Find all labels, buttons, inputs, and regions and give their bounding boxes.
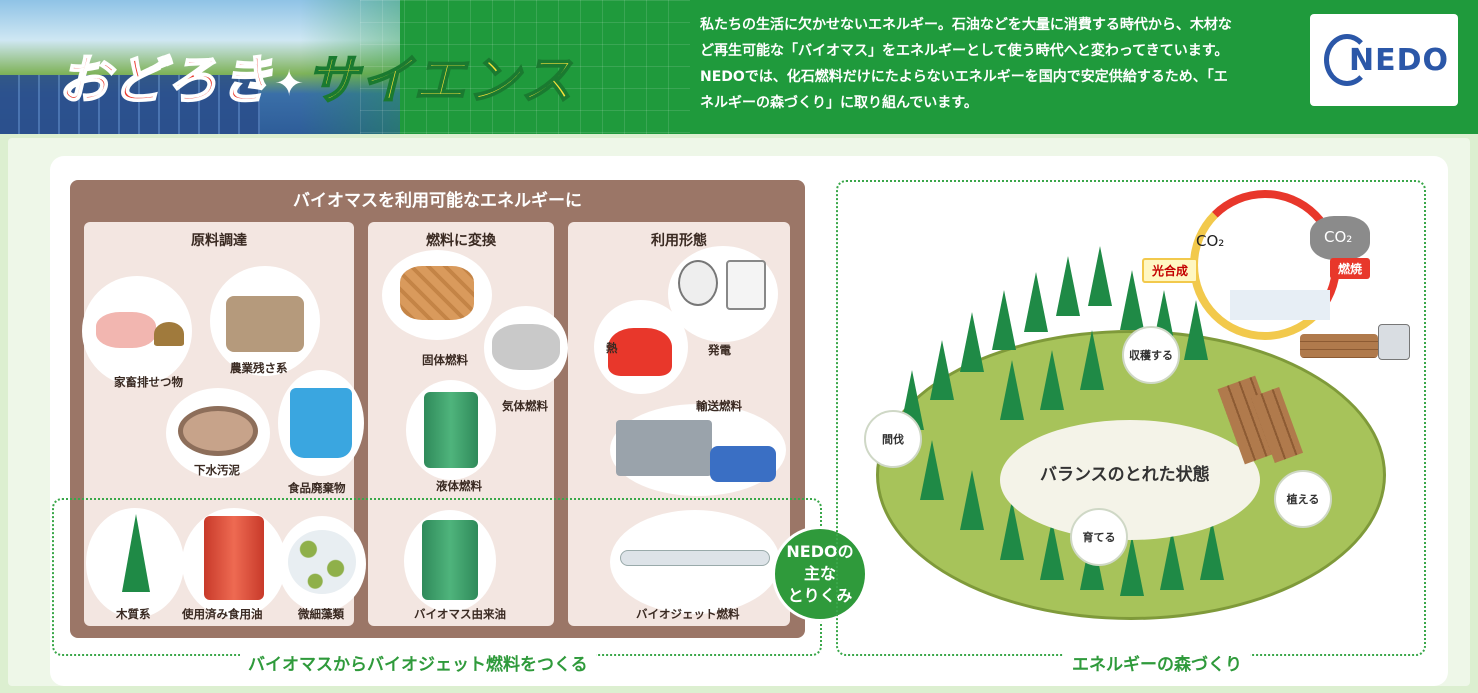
item-agri-residue: 農業残さ系 — [230, 361, 288, 375]
item-gas-fuel: 気体燃料 — [502, 399, 548, 413]
power-circle — [668, 246, 778, 342]
logging-truck-icon — [1300, 318, 1412, 376]
balance-clearing — [1000, 420, 1260, 540]
smoke-cloud-icon — [1310, 216, 1370, 260]
item-microalgae: 微細藻類 — [298, 607, 344, 621]
truck-icon — [616, 420, 712, 476]
airplane-icon — [620, 550, 770, 566]
item-solid-fuel: 固体燃料 — [422, 353, 468, 367]
car-icon — [710, 446, 776, 482]
biomass-panel: バイオマスを利用可能なエネルギーに 原料調達 燃料に変換 利用形態 家畜排せつ物… — [70, 180, 805, 638]
header-banner: おどろき✦サイエンス 私たちの生活に欠かせないエネルギー。石油などを大量に消費す… — [0, 0, 1478, 134]
sparkle-icon: ✦ — [274, 63, 307, 105]
badge-line-2: 主な — [803, 564, 836, 583]
tree-icon — [122, 514, 150, 592]
gas-circle — [484, 306, 568, 390]
item-woody: 木質系 — [116, 607, 151, 621]
green-drum-icon — [422, 520, 478, 600]
tree — [960, 312, 984, 372]
livestock-circle — [82, 276, 192, 386]
co2-left-label: CO₂ — [1196, 232, 1225, 250]
heat-circle — [594, 300, 688, 394]
column-title-use: 利用形態 — [651, 233, 707, 249]
pellets-circle — [382, 250, 492, 340]
tree — [1024, 272, 1048, 332]
biomass-bottom-label: バイオマスからバイオジェット燃料をつくる — [240, 650, 596, 675]
item-used-cooking-oil: 使用済み食用油 — [182, 607, 263, 621]
algae-icon — [288, 530, 356, 594]
item-sewage-sludge: 下水汚泥 — [194, 463, 240, 477]
item-power: 発電 — [708, 343, 731, 357]
nedo-arc-icon — [1324, 34, 1370, 86]
algae-circle — [278, 516, 366, 612]
nedo-logo: NEDO — [1310, 14, 1458, 106]
step-plant: 植える — [1274, 470, 1332, 528]
item-heat: 熱 — [606, 341, 618, 355]
manhole-icon — [178, 406, 258, 456]
item-livestock-waste: 家畜排せつ物 — [114, 375, 183, 389]
tree — [1120, 270, 1144, 330]
wood-circle — [86, 508, 184, 618]
item-food-waste: 食品廃棄物 — [288, 481, 346, 495]
logo-part1: おどろき — [57, 50, 275, 112]
column-title-raw: 原料調達 — [191, 233, 247, 249]
bio-oil-circle — [404, 510, 496, 612]
green-drum-icon — [424, 392, 478, 468]
sewage-circle — [166, 388, 270, 478]
kettle-icon — [608, 328, 672, 376]
cloud-icon — [492, 324, 560, 370]
field-icon — [226, 296, 304, 352]
manure-icon — [154, 322, 184, 346]
biomass-title: バイオマスを利用可能なエネルギーに — [293, 191, 582, 211]
farm-residue-circle — [210, 266, 320, 376]
step-harvest: 収穫する — [1122, 326, 1180, 384]
tree — [1200, 520, 1224, 580]
circuit-grid — [360, 0, 690, 134]
co2-right-label: CO₂ — [1324, 228, 1353, 246]
tree — [930, 340, 954, 400]
forest-bottom-label: エネルギーの森づくり — [1064, 650, 1250, 675]
tree — [1160, 530, 1184, 590]
logs-load-icon — [1300, 334, 1378, 358]
solar-panels — [0, 75, 260, 134]
photosynthesis-tag: 光合成 — [1142, 258, 1199, 283]
tree — [1056, 256, 1080, 316]
balance-label: バランスのとれた状態 — [1040, 465, 1210, 485]
pellets-icon — [400, 266, 474, 320]
tree — [960, 470, 984, 530]
title-logo: おどろき✦サイエンス — [57, 38, 575, 113]
step-thinning: 間伐 — [864, 410, 922, 468]
pig-icon — [96, 312, 156, 348]
jet-highlight-frame — [52, 498, 822, 656]
tree — [1184, 300, 1208, 360]
tree — [920, 440, 944, 500]
step-grow: 育てる — [1070, 508, 1128, 566]
factory-icon — [1230, 290, 1330, 320]
truck-cab-icon — [1378, 324, 1410, 360]
liquid-circle — [406, 380, 496, 480]
food-waste-circle — [278, 370, 364, 476]
tree — [992, 290, 1016, 350]
used-oil-circle — [182, 508, 286, 618]
tree — [1080, 330, 1104, 390]
item-transport-fuel: 輸送燃料 — [696, 399, 742, 413]
trash-bin-icon — [290, 388, 352, 458]
combustion-tag: 燃焼 — [1330, 258, 1371, 279]
column-title-convert: 燃料に変換 — [426, 233, 496, 249]
tree — [1088, 246, 1112, 306]
item-liquid-fuel: 液体燃料 — [436, 479, 482, 493]
item-biomass-oil: バイオマス由来油 — [414, 607, 506, 621]
red-drum-icon — [204, 516, 264, 600]
tree — [1000, 360, 1024, 420]
intro-text: 私たちの生活に欠かせないエネルギー。石油などを大量に消費する時代から、木材など再… — [700, 17, 1232, 111]
logo-part2: サイエンス — [305, 50, 575, 112]
outlet-icon — [726, 260, 766, 310]
jet-circle — [610, 510, 780, 614]
item-biojet-fuel: バイオジェット燃料 — [636, 607, 740, 621]
lightbulb-icon — [678, 260, 718, 306]
transport-circle — [610, 404, 786, 496]
tree — [1040, 350, 1064, 410]
